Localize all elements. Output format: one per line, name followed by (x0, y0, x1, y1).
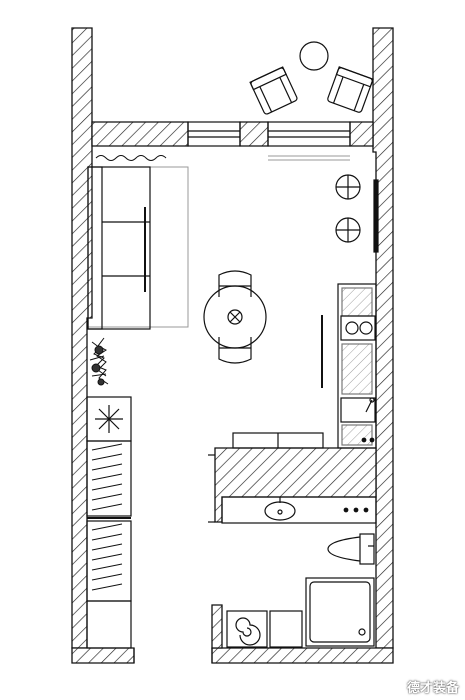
balcony-chair (327, 66, 374, 113)
bathroom (208, 454, 377, 648)
plant (89, 337, 109, 386)
window-strip (187, 121, 241, 147)
living-area (87, 155, 379, 449)
wall-bathroom-jamb (211, 604, 223, 649)
curtain (95, 155, 167, 161)
dining-table (203, 285, 267, 349)
wall-bottom-right (211, 647, 394, 664)
wardrobe (86, 396, 132, 649)
balcony-chair (249, 66, 298, 115)
wardrobe-hatching (87, 443, 131, 591)
shower-tray (305, 577, 375, 647)
tv-panel (373, 179, 379, 253)
wall-balcony-left (91, 121, 189, 147)
cooktop (340, 315, 376, 341)
watermark: 德才装备 (406, 681, 459, 696)
rug (87, 166, 189, 328)
balcony-side-table (299, 41, 329, 71)
sofa (87, 166, 151, 330)
washing-machine (226, 610, 268, 648)
wall-left (71, 27, 93, 649)
window-strip (267, 121, 351, 147)
toilet (327, 533, 375, 565)
kitchen (337, 283, 377, 449)
dining-chair (218, 270, 252, 297)
bar-stool (335, 217, 361, 243)
balcony (187, 41, 374, 147)
washbasin (264, 497, 296, 521)
bar-stool (335, 174, 361, 200)
dining-chair (218, 337, 252, 364)
wall-balcony-right (349, 121, 374, 147)
wall-bottom-left (71, 647, 135, 664)
kitchen-sink (340, 397, 376, 423)
wall-balcony-mid (239, 121, 269, 147)
entrance (133, 648, 213, 663)
